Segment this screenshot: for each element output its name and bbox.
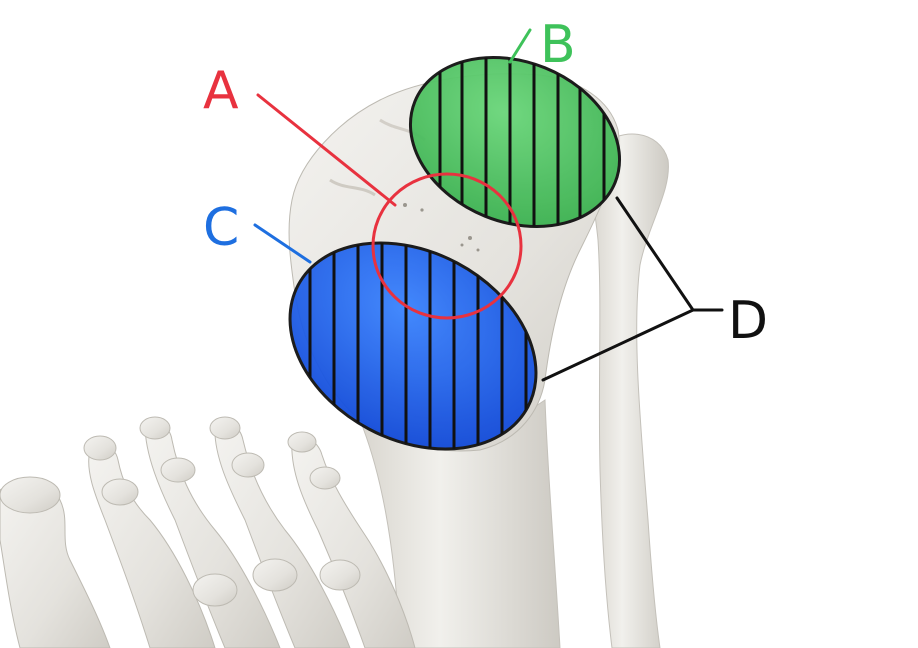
- label-a: A: [203, 61, 239, 121]
- region-a-circle: [371, 172, 523, 320]
- leader-line-c: [253, 223, 312, 264]
- label-c: C: [203, 198, 239, 258]
- leader-lines-d: [541, 196, 724, 382]
- label-b: B: [540, 15, 576, 75]
- foot-bones: [0, 416, 416, 648]
- leader-line-b: [508, 28, 532, 64]
- label-d: D: [728, 291, 768, 351]
- leader-line-a: [256, 93, 397, 207]
- region-b-ellipse: [408, 40, 622, 257]
- fibula-bone: [590, 133, 669, 648]
